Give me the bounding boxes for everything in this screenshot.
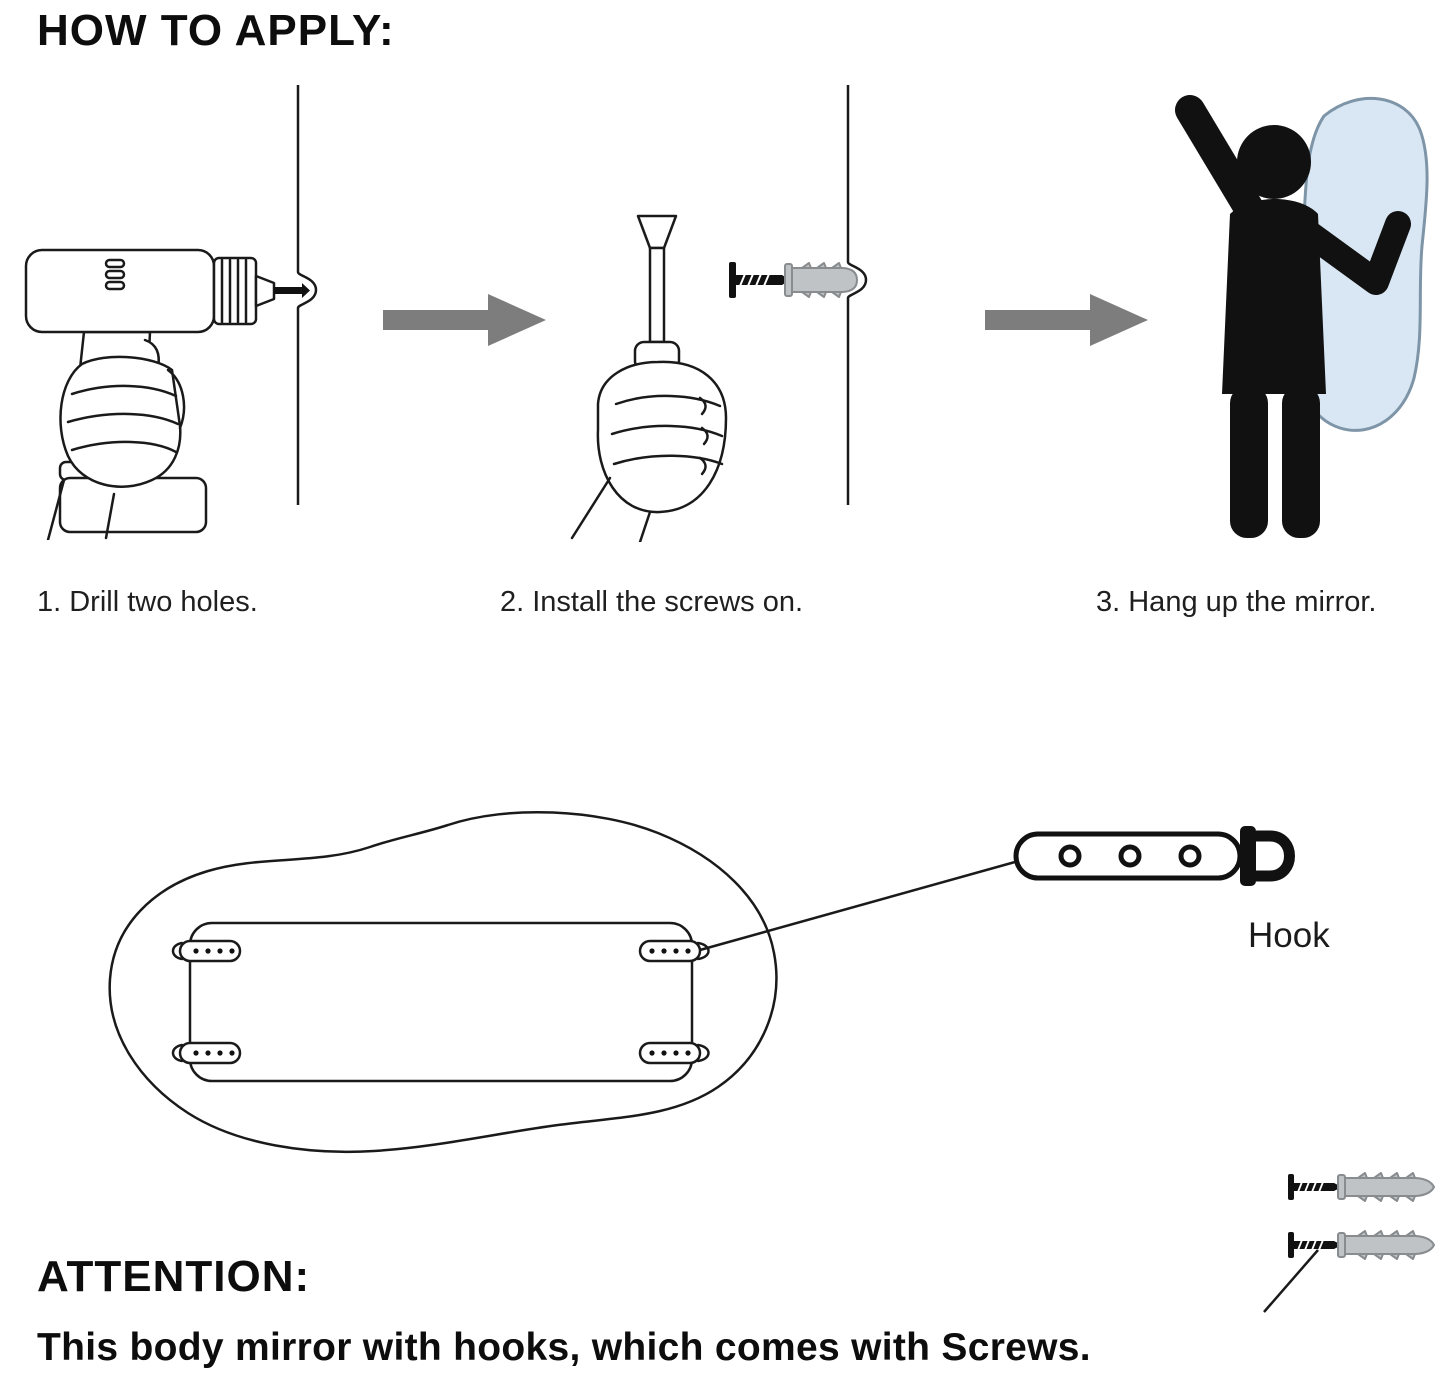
hook-strap-icon [1013, 826, 1295, 886]
corner-hook-icon [638, 1041, 710, 1065]
attention-heading: ATTENTION: [37, 1252, 311, 1301]
arrow-right-icon [383, 294, 546, 346]
page-title: HOW TO APPLY: [37, 6, 395, 55]
attention-text: This body mirror with hooks, which comes… [37, 1326, 1091, 1369]
corner-hook-icon [171, 939, 242, 963]
person-hanging-mirror-icon [1175, 95, 1429, 538]
step-3-caption: 3. Hang up the mirror. [1096, 586, 1377, 618]
screwdriver-hand-icon [570, 214, 728, 542]
hook-label: Hook [1248, 916, 1330, 955]
arrow-right-icon [985, 294, 1148, 346]
mirror-back-outline-icon [108, 811, 778, 1154]
step-2-caption: 2. Install the screws on. [500, 586, 804, 618]
drill-icon [24, 248, 310, 540]
screws-pair-icon [1288, 1172, 1435, 1260]
wall-hole-icon [296, 85, 318, 505]
step-1-caption: 1. Drill two holes. [37, 586, 258, 618]
wall-hole-icon [846, 85, 868, 505]
corner-hook-icon [638, 939, 710, 963]
screw-anchor-icon [729, 262, 858, 298]
corner-hook-icon [171, 1041, 242, 1065]
